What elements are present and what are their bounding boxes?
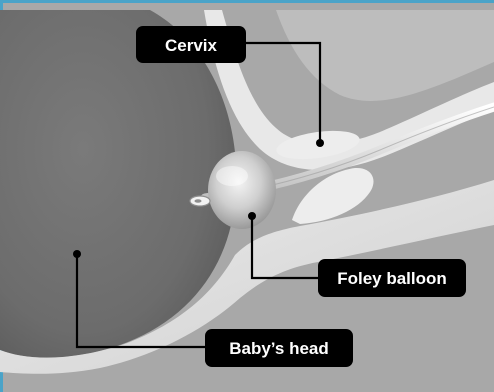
frame-top-edge (0, 0, 494, 3)
foley-balloon-label: Foley balloon (337, 269, 447, 288)
babys-head-label: Baby’s head (229, 339, 329, 358)
foley-balloon-shape (208, 151, 276, 229)
cervix-pointer-dot (316, 139, 324, 147)
balloon-highlight (216, 166, 248, 186)
cervix-label: Cervix (165, 36, 218, 55)
catheter-tip-hole (195, 199, 202, 203)
foley-balloon-pointer-dot (248, 212, 256, 220)
babys-head-pointer-dot (73, 250, 81, 258)
